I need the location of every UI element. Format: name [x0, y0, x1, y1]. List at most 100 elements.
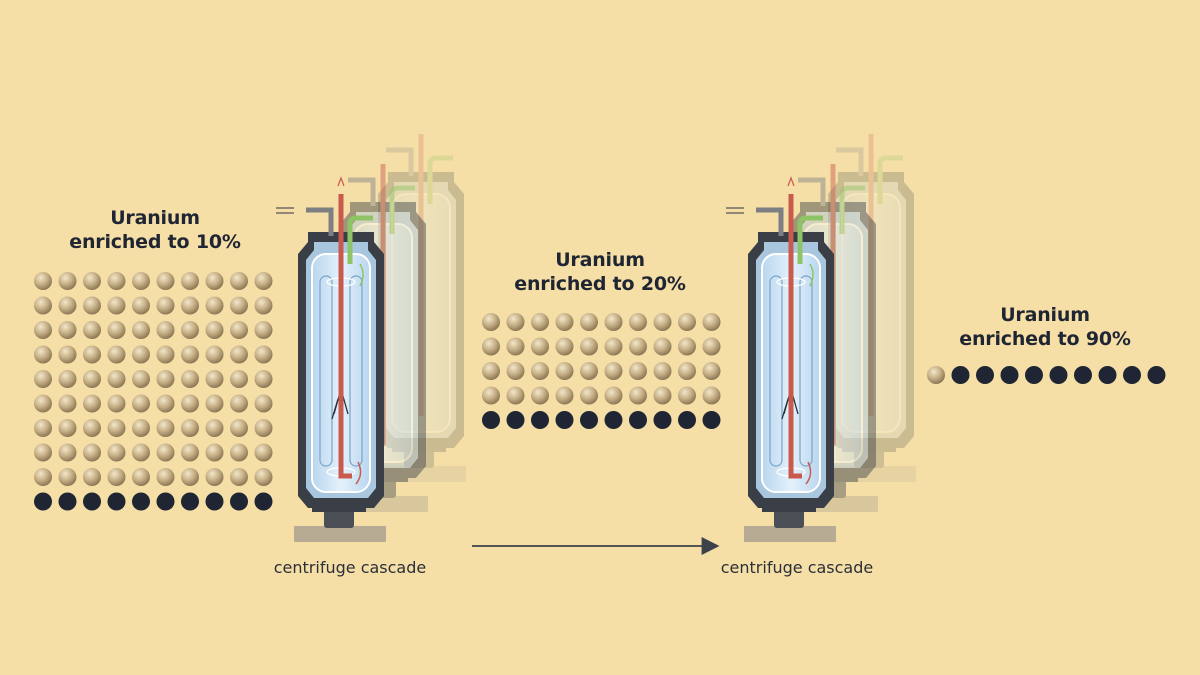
depleted-atom: [205, 443, 224, 462]
depleted-atom: [254, 272, 273, 290]
depleted-atom: [181, 345, 199, 364]
depleted-atom: [156, 345, 175, 364]
depleted-atom: [230, 419, 248, 437]
depleted-atom: [678, 362, 696, 380]
stage-1-title-line1: Uranium: [110, 207, 200, 229]
depleted-atom: [107, 321, 126, 339]
depleted-atom: [653, 386, 672, 405]
depleted-atom: [629, 386, 647, 405]
enriched-atom: [678, 411, 696, 429]
depleted-atom: [132, 468, 150, 486]
depleted-atom: [132, 394, 150, 413]
depleted-atom: [653, 313, 672, 331]
depleted-atom: [580, 386, 598, 405]
depleted-atom: [482, 362, 500, 380]
depleted-atom: [629, 337, 647, 356]
depleted-atom: [629, 362, 647, 380]
depleted-atom: [506, 386, 525, 405]
depleted-atom: [34, 394, 52, 413]
depleted-atom: [132, 419, 150, 437]
depleted-atom: [230, 370, 248, 388]
centrifuge-cascade: [276, 134, 466, 542]
depleted-atom: [653, 362, 672, 380]
depleted-atom: [34, 345, 52, 364]
stage-3-title-line1: Uranium: [1000, 304, 1090, 326]
depleted-atom: [34, 321, 52, 339]
depleted-atom: [83, 468, 101, 486]
depleted-atom: [132, 443, 150, 462]
depleted-atom: [132, 370, 150, 388]
depleted-atom: [58, 296, 77, 315]
enriched-atom: [83, 492, 101, 511]
enriched-atom: [951, 366, 970, 384]
depleted-atom: [156, 272, 175, 290]
depleted-atom: [230, 443, 248, 462]
depleted-atom: [132, 321, 150, 339]
depleted-atom: [156, 296, 175, 315]
enriched-atom: [506, 411, 525, 429]
depleted-atom: [653, 337, 672, 356]
enriched-atom: [156, 492, 175, 511]
depleted-atom: [604, 386, 623, 405]
depleted-atom: [181, 394, 199, 413]
depleted-atom: [83, 321, 101, 339]
depleted-atom: [205, 394, 224, 413]
depleted-atom: [83, 345, 101, 364]
depleted-atom: [156, 443, 175, 462]
depleted-atom: [678, 386, 696, 405]
depleted-atom: [83, 419, 101, 437]
depleted-atom: [132, 345, 150, 364]
enriched-atom: [1147, 366, 1166, 384]
centrifuge: [726, 176, 836, 542]
depleted-atom: [629, 313, 647, 331]
depleted-atom: [230, 468, 248, 486]
depleted-atom: [107, 296, 126, 315]
enriched-atom: [1074, 366, 1092, 384]
depleted-atom: [156, 468, 175, 486]
depleted-atom: [107, 468, 126, 486]
stage-1-title: Uranium enriched to 10%: [55, 206, 255, 254]
depleted-atom: [555, 386, 574, 405]
depleted-atom: [254, 370, 273, 388]
stage-3-title-line2: enriched to 90%: [959, 328, 1131, 350]
depleted-atom: [181, 321, 199, 339]
depleted-atom: [58, 345, 77, 364]
depleted-atom: [482, 337, 500, 356]
depleted-atom: [555, 362, 574, 380]
stage-2-title: Uranium enriched to 20%: [500, 248, 700, 296]
enriched-atom: [34, 492, 52, 511]
enriched-atom: [604, 411, 623, 429]
depleted-atom: [580, 362, 598, 380]
depleted-atom: [107, 419, 126, 437]
depleted-atom: [205, 296, 224, 315]
depleted-atom: [181, 419, 199, 437]
depleted-atom: [83, 443, 101, 462]
centrifuge-cascade: [726, 134, 916, 542]
depleted-atom: [230, 296, 248, 315]
depleted-atom: [83, 272, 101, 290]
depleted-atom: [107, 443, 126, 462]
enriched-atom: [254, 492, 273, 511]
depleted-atom: [181, 468, 199, 486]
stage-2-title-line1: Uranium: [555, 249, 645, 271]
depleted-atom: [555, 337, 574, 356]
depleted-atom: [83, 370, 101, 388]
depleted-atom: [230, 394, 248, 413]
enriched-atom: [132, 492, 150, 511]
depleted-atom: [702, 362, 721, 380]
depleted-atom: [580, 313, 598, 331]
enriched-atom: [702, 411, 721, 429]
centrifuge-cascades: [276, 134, 916, 542]
depleted-atom: [254, 419, 273, 437]
depleted-atom: [58, 419, 77, 437]
depleted-atom: [181, 443, 199, 462]
depleted-atom: [58, 272, 77, 290]
enriched-atom: [1025, 366, 1043, 384]
atom-grids: [34, 272, 1166, 511]
depleted-atom: [678, 313, 696, 331]
depleted-atom: [205, 345, 224, 364]
enriched-atom: [1049, 366, 1068, 384]
enriched-atom: [976, 366, 994, 384]
depleted-atom: [58, 468, 77, 486]
